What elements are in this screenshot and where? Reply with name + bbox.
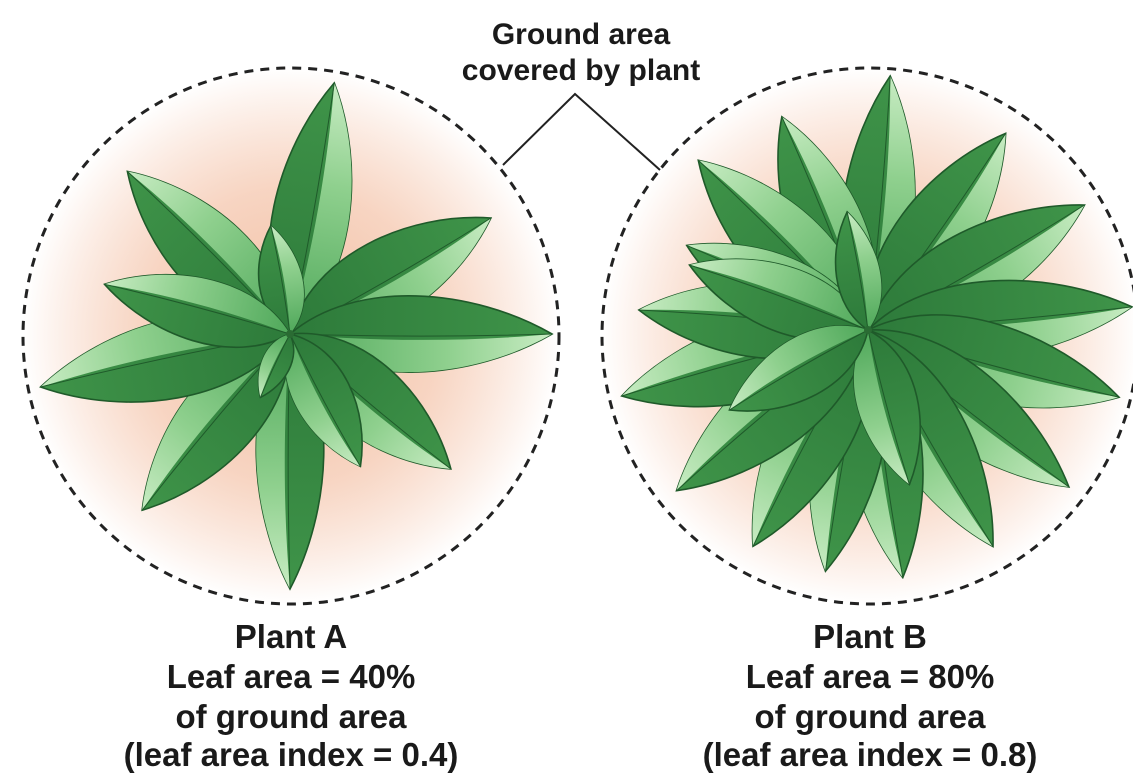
plant-b-leaf-area: Leaf area = 80% (746, 658, 995, 695)
ground-area-callout: Ground area covered by plant (462, 18, 700, 170)
plant-b-leaf-area-index: (leaf area index = 0.8) (703, 736, 1038, 773)
callout-line-2: covered by plant (462, 54, 700, 87)
plant-a-leaf-area-index: (leaf area index = 0.4) (124, 736, 459, 773)
plant-b-caption: Plant B Leaf area = 80% of ground area (… (703, 618, 1038, 773)
plant-a-stem-center (286, 330, 294, 338)
plant-a-leaf-area: Leaf area = 40% (167, 658, 416, 695)
plant-b-name: Plant B (813, 618, 927, 655)
plant-b-stem-center (864, 326, 872, 334)
plant-a-caption: Plant A Leaf area = 40% of ground area (… (124, 618, 459, 773)
plant-a-ground-line: of ground area (175, 698, 407, 735)
plant-a-name: Plant A (235, 618, 347, 655)
plant-b-ground-line: of ground area (754, 698, 986, 735)
callout-pointer-lines (503, 94, 660, 170)
callout-line-1: Ground area (492, 18, 671, 51)
